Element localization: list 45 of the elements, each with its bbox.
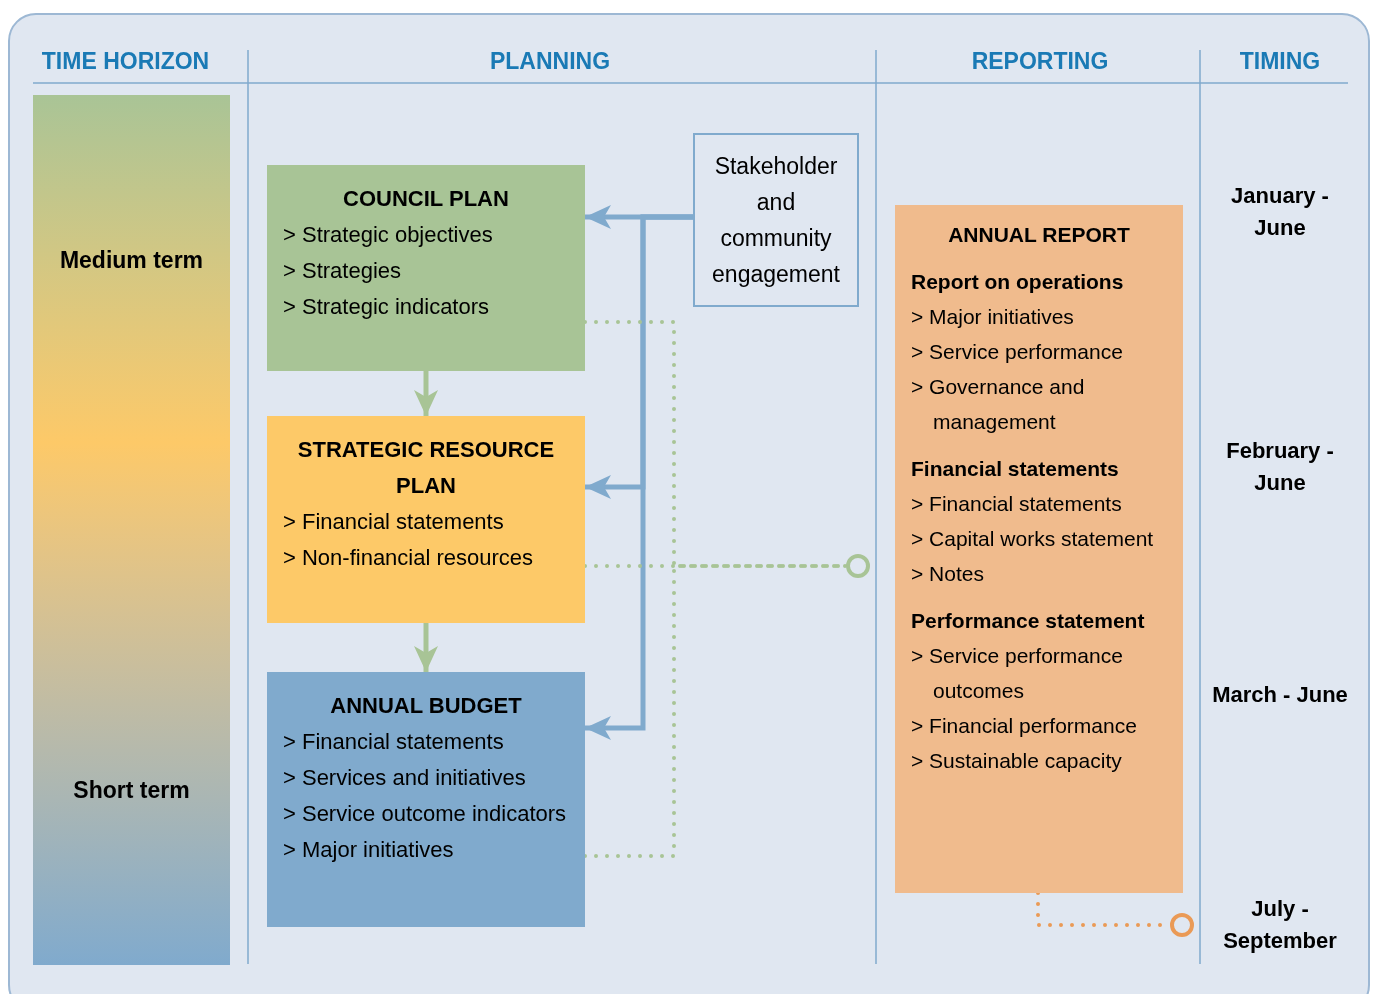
list-item: > Financial statements xyxy=(283,728,505,756)
box-text: Stakeholder and community engagement xyxy=(711,152,841,289)
column-header: PLANNING xyxy=(488,47,612,76)
timing-label: July - September xyxy=(1222,895,1338,955)
process-box xyxy=(267,416,585,623)
list-item: > Non-financial resources xyxy=(283,544,535,572)
list-item: > Major initiatives xyxy=(911,304,1075,330)
list-item: > Major initiatives xyxy=(283,836,455,864)
time-horizon-bar xyxy=(33,95,230,965)
arrow xyxy=(414,371,438,416)
list-item: > Financial performance xyxy=(911,713,1138,739)
list-item: > Service performance outcomes xyxy=(911,643,1124,704)
box-title: ANNUAL BUDGET xyxy=(329,692,523,720)
box-title: ANNUAL REPORT xyxy=(947,222,1131,248)
list-item: > Sustainable capacity xyxy=(911,748,1123,774)
list-item: > Notes xyxy=(911,561,985,587)
column-header: TIMING xyxy=(1238,47,1322,76)
list-item: > Service performance xyxy=(911,339,1124,365)
list-item: > Financial statements xyxy=(283,508,505,536)
process-box xyxy=(267,672,585,927)
section-heading: Performance statement xyxy=(911,608,1146,634)
box-title: STRATEGIC RESOURCE PLAN xyxy=(296,436,556,500)
list-item: > Service outcome indicators xyxy=(283,800,568,828)
list-item: > Strategic indicators xyxy=(283,293,491,321)
process-box xyxy=(267,165,585,371)
time-label: Short term xyxy=(72,776,191,805)
timing-label: January - June xyxy=(1230,182,1330,242)
list-item: > Strategic objectives xyxy=(283,221,494,249)
list-item: > Strategies xyxy=(283,257,402,285)
column-header: REPORTING xyxy=(970,47,1110,76)
arrow xyxy=(585,214,693,740)
arrow xyxy=(414,623,438,672)
list-item: > Services and initiatives xyxy=(283,764,527,792)
process-box xyxy=(693,133,859,307)
list-item: > Financial statements xyxy=(911,491,1123,517)
section-heading: Financial statements xyxy=(911,456,1120,482)
list-item: > Capital works statement xyxy=(911,526,1155,552)
column-header: TIME HORIZON xyxy=(40,47,211,76)
section-heading: Report on operations xyxy=(911,269,1125,295)
time-label: Medium term xyxy=(58,246,205,275)
list-item: > Governance and management xyxy=(911,374,1086,435)
timing-label: February - June xyxy=(1225,437,1335,497)
process-box xyxy=(895,205,1183,893)
timing-label: March - June xyxy=(1211,681,1349,709)
box-title: COUNCIL PLAN xyxy=(342,185,510,213)
